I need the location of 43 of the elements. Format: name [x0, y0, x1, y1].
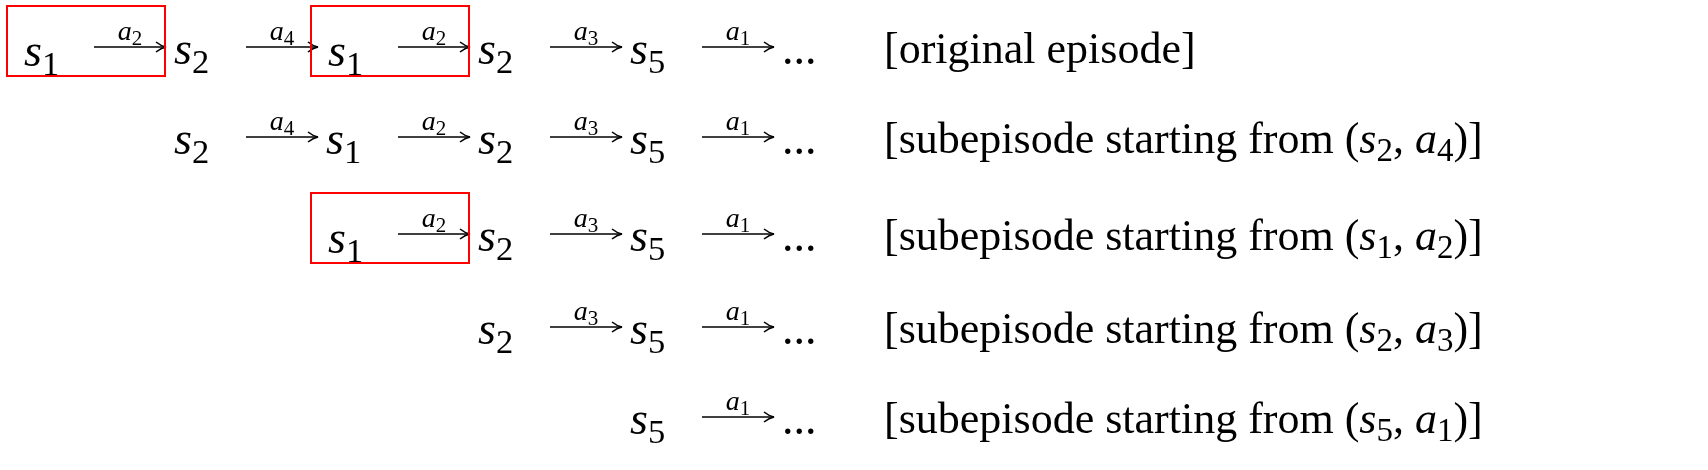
edge-label: a$_{2}$: [421, 17, 447, 45]
highlight-box: [6, 5, 166, 77]
state-symbol: s$_{5}$: [630, 396, 666, 442]
row-annotation: [subepisode starting from (s$_{2}$, a$_{3}$)]: [884, 307, 1483, 351]
edge-label: a$_{1}$: [725, 107, 751, 135]
state-symbol: ...: [782, 26, 817, 72]
state-symbol: s$_{1}$: [328, 215, 364, 261]
state-symbol: s$_{2}$: [174, 26, 210, 72]
edge-label: a$_{1}$: [725, 387, 751, 415]
row-annotation: [subepisode starting from (s$_{2}$, a$_{4}$)]: [884, 117, 1483, 161]
highlight-box: [310, 5, 470, 77]
row-annotation: [subepisode starting from (s$_{5}$, a$_{1}$)]: [884, 397, 1483, 441]
state-symbol: s$_{2}$: [478, 26, 514, 72]
edge-label: a$_{3}$: [573, 297, 599, 325]
state-symbol: s$_{2}$: [174, 116, 210, 162]
edge-label: a$_{3}$: [573, 107, 599, 135]
edge-label: a$_{3}$: [573, 17, 599, 45]
edge-label: a$_{1}$: [725, 204, 751, 232]
edge-label: a$_{4}$: [269, 17, 295, 45]
state-symbol: ...: [782, 116, 817, 162]
edge-label: a$_{1}$: [725, 17, 751, 45]
state-symbol: s$_{5}$: [630, 26, 666, 72]
state-symbol: s$_{2}$: [478, 116, 514, 162]
state-symbol: s$_{1}$: [328, 28, 364, 74]
state-symbol: ...: [782, 396, 817, 442]
edge-label: a$_{2}$: [421, 204, 447, 232]
state-symbol: s$_{5}$: [630, 306, 666, 352]
edge-label: a$_{1}$: [725, 297, 751, 325]
state-symbol: s$_{2}$: [478, 213, 514, 259]
edge-label: a$_{4}$: [269, 107, 295, 135]
state-symbol: s$_{1}$: [326, 116, 362, 162]
state-symbol: ...: [782, 213, 817, 259]
row-annotation: [subepisode starting from (s$_{1}$, a$_{2}$)]: [884, 214, 1483, 258]
state-symbol: ...: [782, 306, 817, 352]
edge-label: a$_{2}$: [117, 17, 143, 45]
highlight-box: [310, 192, 470, 264]
edge-label: a$_{2}$: [421, 107, 447, 135]
row-annotation: [original episode]: [884, 27, 1196, 71]
edge-label: a$_{3}$: [573, 204, 599, 232]
state-symbol: s$_{1}$: [24, 28, 60, 74]
state-symbol: s$_{5}$: [630, 116, 666, 162]
state-symbol: s$_{2}$: [478, 306, 514, 352]
state-symbol: s$_{5}$: [630, 213, 666, 259]
